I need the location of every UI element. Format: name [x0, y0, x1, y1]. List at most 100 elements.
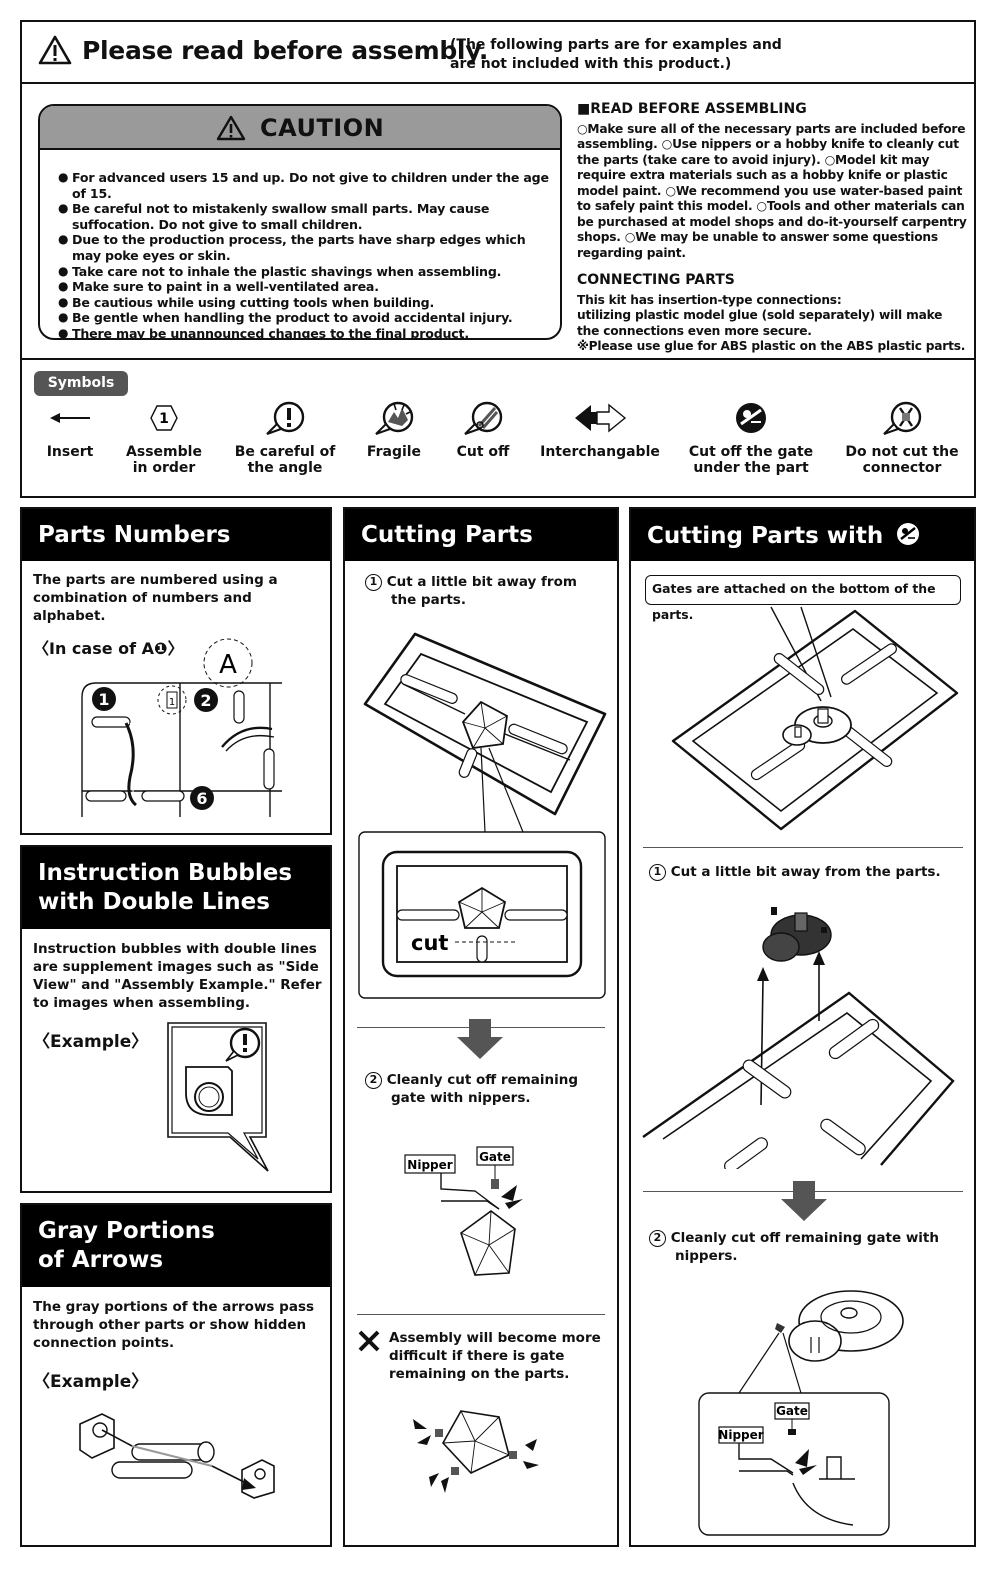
- warning-line: Assembly will become more: [389, 1330, 601, 1346]
- order-mark: 1: [169, 697, 175, 708]
- no-cut-icon: [883, 401, 922, 435]
- step-text: the parts.: [391, 592, 466, 608]
- gate-under-icon: [736, 403, 766, 433]
- instruction-bubbles-title: Instruction Bubbles with Double Lines: [22, 847, 330, 929]
- bottom-gate-cut-diagram: [642, 907, 955, 1169]
- order-number: 1: [159, 411, 169, 427]
- caution-item: There may be unannounced changes to the …: [58, 326, 558, 338]
- part-label: 1: [98, 690, 109, 709]
- caution-item: For advanced users 15 and up. Do not giv…: [58, 170, 558, 201]
- divider: [643, 847, 963, 848]
- angle-warning-icon: [266, 401, 305, 435]
- double-line-bubble-diagram: [167, 1022, 269, 1172]
- symbol-gate-under: Cut off the gate under the part: [686, 398, 816, 476]
- header-banner: Please read before assembly. (The follow…: [20, 20, 976, 84]
- symbol-label: Be careful of the angle: [234, 444, 336, 476]
- x-mark-icon: [358, 1330, 380, 1352]
- caution-list: For advanced users 15 and up. Do not giv…: [58, 170, 558, 338]
- caution-item: Be careful not to mistakenly swallow sma…: [58, 201, 558, 232]
- connecting-line: ※Please use glue for ABS plastic on the …: [577, 339, 966, 353]
- gate-label: Gate: [776, 1404, 808, 1418]
- step-2: 2 Cleanly cut off remaining gate with ni…: [365, 1071, 615, 1107]
- title-line: Gray Portions: [38, 1218, 215, 1244]
- gray-portions-panel: Gray Portions of Arrows The gray portion…: [20, 1203, 332, 1547]
- parts-numbers-panel: Parts Numbers The parts are numbered usi…: [20, 507, 332, 835]
- gate-label: Gate: [479, 1150, 511, 1164]
- warning-line: remaining on the parts.: [389, 1366, 570, 1382]
- insert-arrow-icon: [50, 413, 90, 423]
- cutting-with-gate-panel: Cutting Parts with Gates are attached on…: [629, 507, 976, 1547]
- symbol-angle: Be careful of the angle: [232, 398, 338, 476]
- order-number-icon: 1: [150, 405, 178, 431]
- symbol-label: Insert: [46, 444, 94, 460]
- symbol-label: Assemble in order: [126, 444, 202, 476]
- connecting-heading: CONNECTING PARTS: [577, 272, 735, 288]
- cut-off-icon: [464, 401, 503, 435]
- runner-letter: A: [219, 650, 237, 680]
- gray-arrow-diagram: [79, 1413, 275, 1499]
- symbol-interchangeable: Interchangable: [538, 398, 662, 460]
- connecting-line: utilizing plastic model glue (sold separ…: [577, 308, 943, 322]
- step-text: Cleanly cut off remaining gate with: [670, 1230, 939, 1246]
- title-line: of Arrows: [38, 1247, 164, 1273]
- step-number: 1: [649, 864, 666, 881]
- part-label: 6: [196, 789, 207, 808]
- symbol-label: Fragile: [366, 444, 422, 460]
- step-number: 1: [365, 574, 382, 591]
- symbols-panel: [20, 358, 976, 498]
- parts-numbers-text: The parts are numbered using a combinati…: [33, 572, 278, 624]
- connecting-line: This kit has insertion-type connections:: [577, 292, 842, 307]
- step-1: 1 Cut a little bit away from the parts.: [649, 863, 969, 881]
- gate-under-icon: [897, 523, 920, 545]
- warning-line: difficult if there is gate: [389, 1348, 565, 1364]
- caution-item: Make sure to paint in a well-ventilated …: [58, 279, 558, 295]
- leftover-gate-diagram: [413, 1410, 539, 1493]
- down-arrow-icon: [457, 1019, 503, 1059]
- step-text: gate with nippers.: [391, 1090, 531, 1106]
- symbols-tag: Symbols: [34, 371, 128, 396]
- warning-triangle-icon: [216, 115, 246, 141]
- step-text: Cleanly cut off remaining: [386, 1072, 579, 1088]
- symbol-insert: Insert: [36, 398, 104, 460]
- parts-numbers-title: Parts Numbers: [22, 509, 330, 561]
- connecting-line: the connections even more secure.: [577, 323, 812, 338]
- page-title: Please read before assembly.: [82, 36, 489, 65]
- runner-cut-diagram: cut: [358, 632, 607, 999]
- gate-warning-text: Assembly will become more difficult if t…: [389, 1329, 619, 1383]
- symbol-label: Cut off: [456, 444, 510, 460]
- title-line: Instruction Bubbles: [38, 860, 293, 886]
- parts-numbers-example: 〈In case of A❶〉: [33, 639, 184, 658]
- title-text: Cutting Parts with: [647, 523, 884, 549]
- down-arrow-icon: [781, 1181, 827, 1221]
- gray-portions-text: The gray portions of the arrows pass thr…: [33, 1299, 315, 1351]
- header-note: (The following parts are for examples an…: [450, 37, 782, 72]
- cutting-with-title: Cutting Parts with: [631, 509, 974, 561]
- read-before-heading: ■READ BEFORE ASSEMBLING: [577, 101, 807, 117]
- caution-item: Due to the production process, the parts…: [58, 232, 558, 263]
- divider: [357, 1314, 605, 1315]
- instruction-bubbles-panel: Instruction Bubbles with Double Lines In…: [20, 845, 332, 1193]
- symbol-fragile: Fragile: [362, 398, 426, 460]
- symbol-label: Do not cut the connector: [845, 444, 959, 476]
- step-number: 2: [365, 1072, 382, 1089]
- step-number: 2: [649, 1230, 666, 1247]
- title-line: with Double Lines: [38, 889, 270, 915]
- caution-box: CAUTION For advanced users 15 and up. Do…: [38, 104, 562, 340]
- nipper-bottom-gate-diagram: Gate Nipper: [698, 1290, 904, 1536]
- caution-header: CAUTION: [40, 106, 560, 150]
- cut-label: cut: [411, 931, 448, 955]
- caution-item: Be gentle when handling the product to a…: [58, 310, 558, 326]
- cutting-parts-title: Cutting Parts: [345, 509, 617, 561]
- gates-note: Gates are attached on the bottom of the …: [645, 575, 961, 622]
- read-before-section: ■READ BEFORE ASSEMBLING ○Make sure all o…: [577, 101, 967, 355]
- caution-item: Take care not to inhale the plastic shav…: [58, 264, 558, 280]
- cutting-parts-panel: Cutting Parts 1 Cut a little bit away fr…: [343, 507, 619, 1547]
- step-text: Cut a little bit away from: [386, 574, 577, 590]
- nipper-gate-diagram: Nipper Gate: [404, 1146, 523, 1276]
- nipper-label: Nipper: [718, 1428, 763, 1442]
- step-text: Cut a little bit away from the parts.: [670, 864, 941, 880]
- symbol-assemble-order: 1 Assemble in order: [120, 398, 208, 476]
- runner-diagram: A 1 1 2 6: [81, 638, 282, 817]
- symbol-label: Interchangable: [540, 444, 660, 460]
- bottom-gate-runner-diagram: [671, 606, 959, 831]
